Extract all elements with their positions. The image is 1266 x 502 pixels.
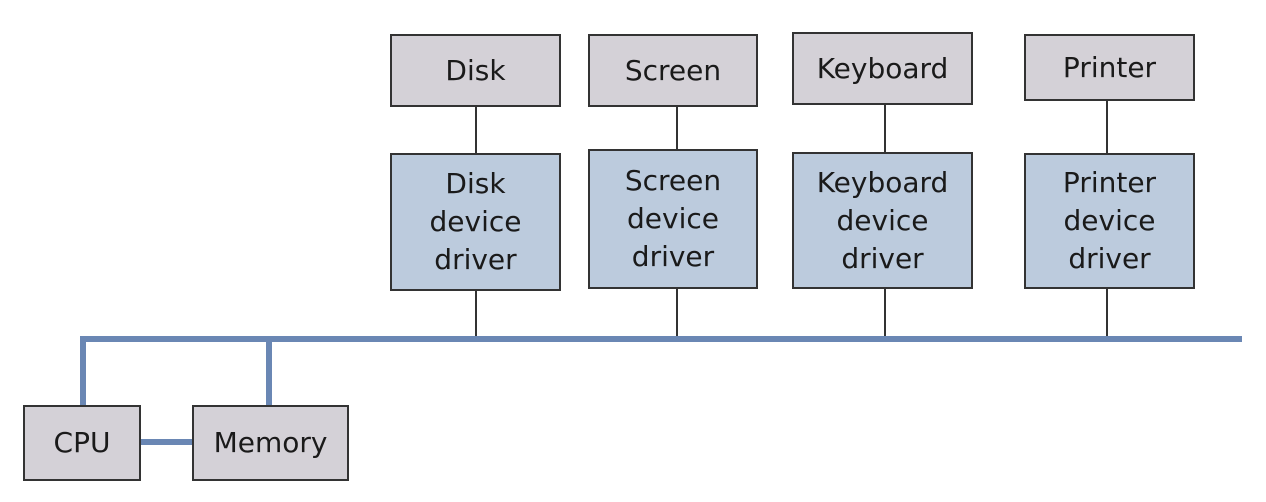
disk-label: Disk [445,53,506,87]
memory-box: Memory [192,405,349,481]
keyboard-box: Keyboard [792,32,973,105]
printer-label: Printer [1062,50,1157,84]
cpu-label: CPU [53,426,111,459]
printer-driver-box: Printer device driver [1024,153,1195,289]
keyboard-driver-box: Keyboard device driver [792,152,973,289]
keyboard-driver-label: Keyboard device driver [816,165,949,275]
keyboard-label: Keyboard [816,51,949,85]
screen-driver-label: Screen device driver [624,164,722,273]
disk-driver-box: Disk device driver [390,153,561,291]
printer-driver-label: Printer device driver [1062,166,1157,275]
disk-box: Disk [390,34,561,107]
screen-box: Screen [588,34,758,107]
memory-label: Memory [213,426,328,459]
cpu-box: CPU [23,405,141,481]
printer-box: Printer [1024,34,1195,101]
disk-driver-label: Disk device driver [429,167,522,276]
screen-driver-box: Screen device driver [588,149,758,289]
screen-label: Screen [624,53,722,87]
